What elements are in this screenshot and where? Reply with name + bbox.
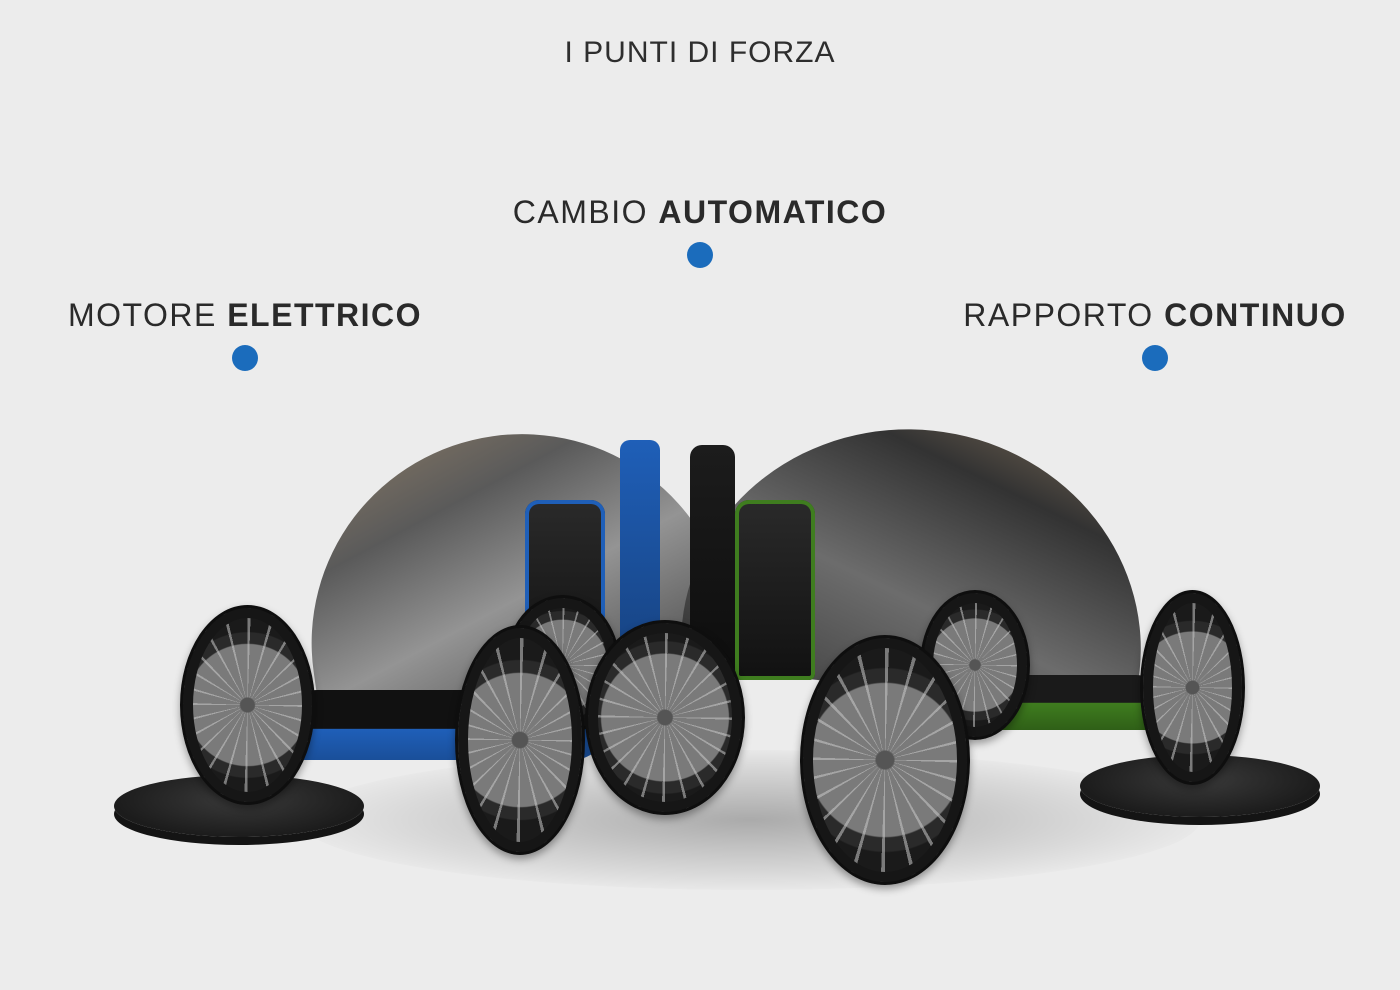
feature-marker-dot	[1142, 345, 1168, 371]
vehicle-render-image	[100, 406, 1340, 900]
feature-motore-elettrico: MOTORE ELETTRICO	[60, 297, 430, 371]
wheel-green-front-left	[585, 620, 745, 815]
feature-cambio-automatico: CAMBIO AUTOMATICO	[500, 194, 900, 268]
feature-label: CAMBIO AUTOMATICO	[500, 194, 900, 230]
feature-label-light: MOTORE	[67, 297, 217, 333]
feature-marker-dot	[687, 242, 713, 268]
feature-label-light: RAPPORTO	[963, 297, 1154, 333]
page-title: I PUNTI DI FORZA	[564, 36, 836, 69]
feature-label-bold: CONTINUO	[1164, 297, 1347, 333]
wheel-blue-front-left	[180, 605, 315, 805]
wheel-green-front-right	[1140, 590, 1245, 785]
ground-shadow	[300, 750, 1200, 890]
seat-green-vehicle	[735, 500, 815, 680]
feature-label: MOTORE ELETTRICO	[60, 297, 430, 333]
feature-label-bold: AUTOMATICO	[658, 194, 888, 230]
feature-marker-dot	[232, 345, 258, 371]
wheel-blue-front-right	[455, 625, 585, 855]
wheel-green-front-center	[800, 635, 970, 885]
feature-rapporto-continuo: RAPPORTO CONTINUO	[950, 297, 1360, 371]
feature-label-bold: ELETTRICO	[227, 297, 423, 333]
feature-label-light: CAMBIO	[512, 194, 648, 230]
feature-label: RAPPORTO CONTINUO	[950, 297, 1360, 333]
